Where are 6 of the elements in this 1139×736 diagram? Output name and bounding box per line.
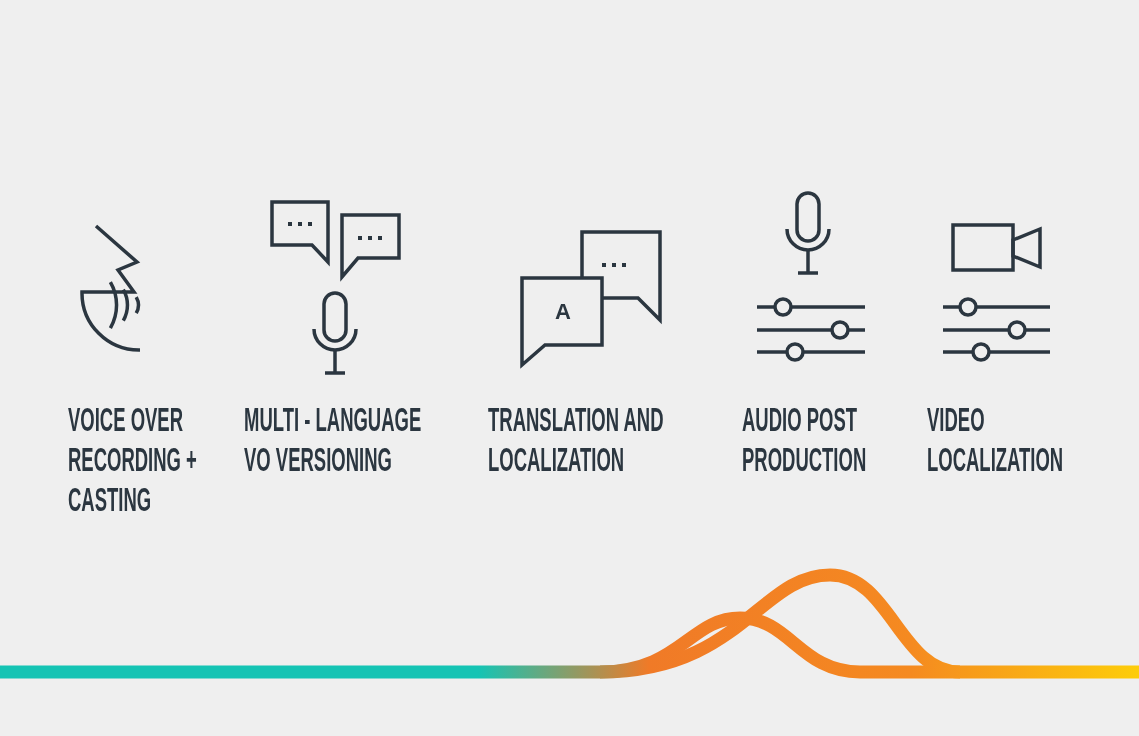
service-label: VOICE OVER RECORDING + CASTING <box>68 400 198 520</box>
service-label: VIDEO LOCALIZATION <box>927 400 1065 480</box>
service-label: MULTI - LANGUAGE VO VERSIONING <box>244 400 423 480</box>
service-label: TRANSLATION AND LOCALIZATION <box>488 400 665 480</box>
service-label: AUDIO POST PRODUCTION <box>742 400 868 480</box>
icon-letter: A <box>555 300 571 324</box>
